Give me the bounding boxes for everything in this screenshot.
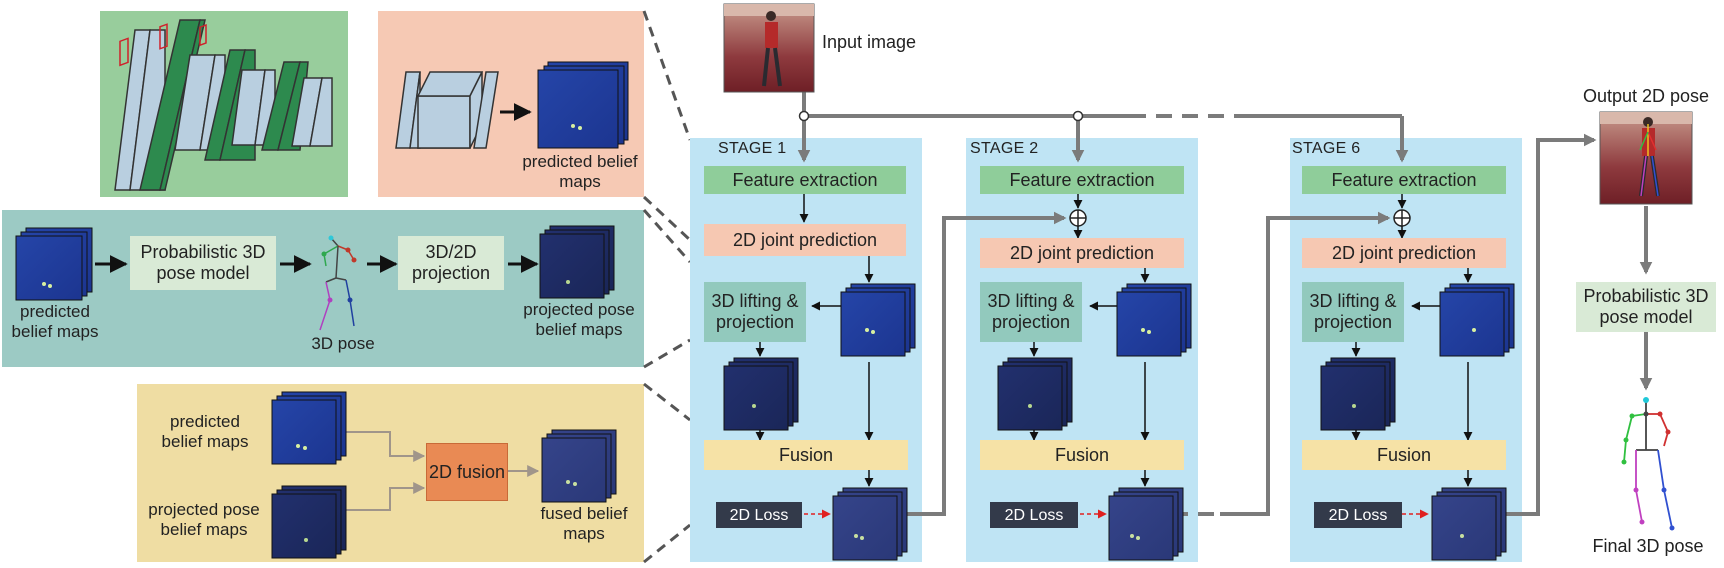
fusion-2d-box: 2D fusion [426, 443, 508, 501]
stage-6-joint-box: 2D joint prediction [1302, 238, 1506, 268]
pose-3d-label: 3D pose [311, 334, 375, 353]
stage-2-title: STAGE 2 [970, 140, 1039, 157]
output-2d-pose-photo [1599, 111, 1693, 205]
stage-6-feature-box: Feature extraction [1302, 166, 1506, 194]
stage-2-loss-box: 2D Loss [990, 502, 1078, 528]
final-3d-pose-label: Final 3D pose [1592, 536, 1704, 556]
panel-belief-label: predicted belief maps [522, 152, 638, 191]
stage-connections [896, 133, 1653, 516]
belief-map-stack [1431, 487, 1507, 561]
stage-2-feature-box: Feature extraction [980, 166, 1184, 194]
stage-1-fusion-box: Fusion [704, 440, 908, 470]
fusion-result-label: fused belief maps [540, 504, 628, 543]
stage-2-joint-box: 2D joint prediction [980, 238, 1184, 268]
belief-map-stacks [15, 61, 1515, 561]
projection-box: 3D/2D projection [398, 236, 504, 290]
panel-projection-left-label: predicted belief maps [11, 302, 99, 341]
stage-1-lift-box: 3D lifting & projection [704, 282, 806, 342]
belief-map-stack [271, 485, 347, 559]
belief-map-stack [723, 357, 799, 431]
stage-6-lift-box: 3D lifting & projection [1302, 282, 1404, 342]
fusion-top-label: predicted belief maps [161, 412, 249, 451]
input-image-photo [723, 3, 815, 93]
belief-map-stack [537, 61, 629, 149]
belief-map-stack [271, 391, 347, 465]
belief-map-stack [1439, 283, 1515, 357]
input-image-label: Input image [822, 32, 917, 52]
stage-6-fusion-box: Fusion [1302, 440, 1506, 470]
fusion-panel-connectors [346, 431, 540, 511]
belief-map-stack [15, 227, 93, 301]
stage-6-title: STAGE 6 [1292, 140, 1361, 157]
belief-map-stack [539, 225, 615, 299]
belief-map-stack [1108, 487, 1184, 561]
panel-projection-right-label: projected pose belief maps [523, 300, 635, 339]
belief-map-stack [997, 357, 1073, 431]
pose-3d-skeleton-icon [319, 235, 357, 331]
fusion-bottom-label: projected pose belief maps [148, 500, 260, 539]
belief-map-stack [832, 487, 908, 561]
belief-map-stack [541, 429, 617, 503]
panel-connectors [642, 10, 692, 564]
final-3d-pose-skeleton-icon [1621, 397, 1675, 531]
stage-2-fusion-box: Fusion [980, 440, 1184, 470]
projection-panel [2, 210, 644, 367]
prob-model-box: Probabilistic 3D pose model [130, 236, 276, 290]
stage-1-feature-box: Feature extraction [704, 166, 906, 194]
stage-1-loss-box: 2D Loss [716, 502, 802, 528]
prob-model-right-box: Probabilistic 3D pose model [1576, 282, 1716, 332]
belief-network-icon [395, 71, 499, 149]
stage-2-lift-box: 3D lifting & projection [980, 282, 1082, 342]
belief-map-stack [840, 283, 916, 357]
stage-1-title: STAGE 1 [718, 140, 787, 157]
stage-1-joint-box: 2D joint prediction [704, 224, 906, 256]
stage-internal-arrows [755, 194, 1473, 487]
cnn-architecture-icon [114, 19, 333, 191]
stage-6-loss-box: 2D Loss [1314, 502, 1402, 528]
output-2d-label: Output 2D pose [1582, 86, 1710, 106]
belief-map-stack [1320, 357, 1396, 431]
belief-map-stack [1116, 283, 1192, 357]
